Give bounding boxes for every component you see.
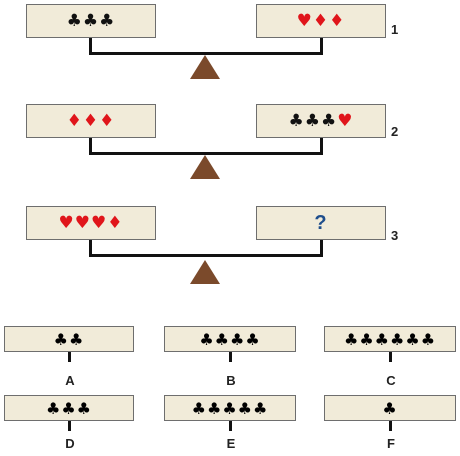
scale-3-left-suit-1: ♥ [58,213,75,233]
scale-1-left-post [89,38,92,54]
scale-2-left-suit-3: ♦ [99,111,116,131]
scale-2-right-suit-2: ♣ [304,111,321,131]
scale-3-left-post [89,240,92,256]
option-b-box[interactable]: ♣♣♣♣ [164,326,296,352]
scale-2-beam [89,152,323,155]
option-f-box[interactable]: ♣ [324,395,456,421]
option-d-stem [68,421,71,431]
scale-1-left-suit-2: ♣ [82,11,100,31]
scale-2-right-pan: ♣♣♣♥ [256,104,386,138]
scale-3-right-pan: ? [256,206,386,240]
option-c-stem [389,352,392,362]
scale-2-number: 2 [391,124,399,139]
scale-1-left-pan: ♣♣♣ [26,4,156,38]
scale-2-right-suit-3: ♣ [321,111,338,131]
option-e-label: E [226,436,236,451]
scale-3-left-pan: ♥♥♥♦ [26,206,156,240]
option-d-box[interactable]: ♣♣♣ [4,395,134,421]
scale-2-fulcrum [190,155,220,179]
scale-2-left-pan: ♦♦♦ [26,104,156,138]
scale-1-right-suit-1: ♥ [296,11,313,31]
option-f-stem [389,421,392,431]
scale-1-left-suit-1: ♣ [66,11,83,31]
unknown-question-mark: ? [314,211,328,234]
option-a-label: A [65,373,75,388]
scale-2-right-suit-4: ♥ [337,111,354,131]
option-a-stem [68,352,71,362]
option-b-label: B [226,373,236,388]
scale-1-fulcrum [190,55,220,79]
scale-2-right-suit-1: ♣ [288,111,305,131]
scale-1-left-suit-3: ♣ [99,11,116,31]
option-f-label: F [387,436,395,451]
scale-1-number: 1 [391,22,399,37]
option-e-box[interactable]: ♣♣♣♣♣ [164,395,296,421]
option-d-label: D [65,436,75,451]
option-e-stem [229,421,232,431]
scale-2-right-post [320,138,323,154]
scale-1-right-pan: ♥♦♦ [256,4,386,38]
scale-1-right-suit-3: ♦ [329,11,346,31]
scale-3-left-suit-4: ♦ [107,213,124,233]
scale-3-left-suit-3: ♥ [91,213,108,233]
scale-3-fulcrum [190,260,220,284]
scale-1-right-post [320,38,323,54]
scale-2-left-post [89,138,92,154]
scale-2-left-suit-1: ♦ [66,111,83,131]
scale-1-right-suit-2: ♦ [312,11,330,31]
option-c-label: C [386,373,396,388]
scale-3-number: 3 [391,228,399,243]
scale-3-left-suit-2: ♥ [74,213,91,233]
scale-3-right-post [320,240,323,256]
option-a-box[interactable]: ♣♣ [4,326,134,352]
scale-2-left-suit-2: ♦ [82,111,100,131]
scale-3-beam [89,254,323,257]
option-c-box[interactable]: ♣♣♣♣♣♣ [324,326,456,352]
scale-1-beam [89,52,323,55]
option-b-stem [229,352,232,362]
